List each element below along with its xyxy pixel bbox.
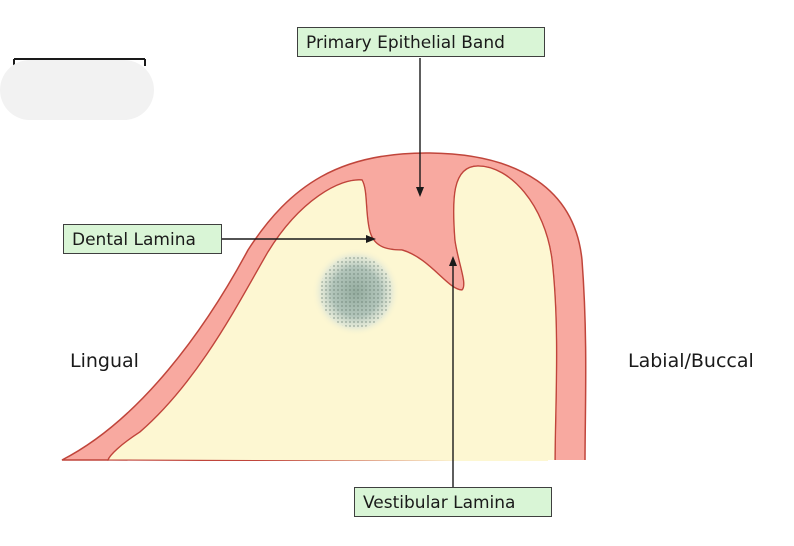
lingual-label: Lingual bbox=[70, 350, 139, 372]
lower-right-patch bbox=[548, 460, 608, 498]
scale-bar-redaction bbox=[0, 60, 154, 120]
labial-buccal-label: Labial/Buccal bbox=[628, 350, 754, 372]
arrowhead-dental-lamina bbox=[366, 235, 376, 243]
arrowhead-vestibular-lamina bbox=[449, 256, 457, 266]
primary-band-label: Primary Epithelial Band bbox=[297, 27, 545, 57]
vestibular-lamina-label: Vestibular Lamina bbox=[354, 487, 552, 517]
tooth-germ-stipple bbox=[320, 256, 392, 328]
dental-lamina-label: Dental Lamina bbox=[63, 224, 222, 254]
arrowhead-primary-band bbox=[416, 187, 424, 197]
